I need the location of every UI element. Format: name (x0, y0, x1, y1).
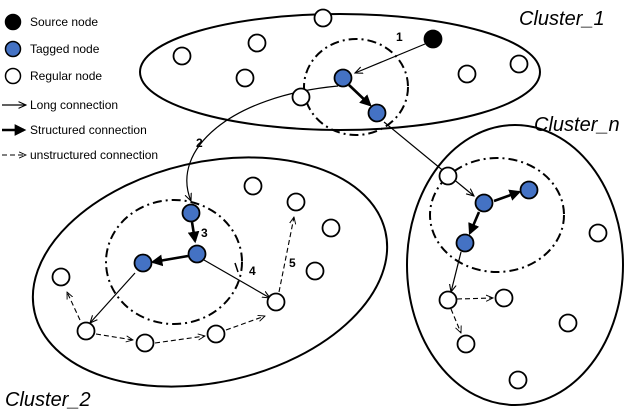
regular-node (457, 64, 477, 84)
regular-node (456, 334, 476, 354)
regular-node (247, 33, 267, 53)
legend: Source node Tagged node Regular node Lon… (2, 13, 158, 162)
cluster-1-tagged-region (303, 38, 409, 136)
step-label-1: 1 (396, 30, 403, 44)
regular-node (313, 8, 333, 28)
legend-unstructured-connection-label: unstructured connection (30, 148, 158, 162)
step-label-3: 3 (201, 226, 208, 240)
structured-connection-2 (187, 221, 200, 244)
regular-node (509, 54, 529, 74)
long-connection-4 (203, 259, 270, 298)
long-connection-3 (383, 121, 474, 196)
regular-node (76, 321, 96, 341)
unstructured-connection (154, 336, 205, 344)
source-node (423, 29, 443, 49)
legend-structured-connection-label: Structured connection (30, 123, 147, 137)
structured-connection-3 (150, 254, 189, 267)
legend-tagged-node-label: Tagged node (30, 42, 100, 56)
cluster-n-boundary (406, 124, 624, 406)
cluster-1-label: Cluster_1 (519, 8, 605, 30)
regular-node (135, 333, 155, 353)
cluster-n-label: Cluster_n (534, 114, 620, 136)
tagged-node (367, 103, 387, 123)
structured-connection-5 (468, 211, 481, 236)
regular-nodes (51, 8, 608, 390)
regular-node (558, 313, 578, 333)
tagged-node (181, 203, 201, 223)
tagged-node (474, 193, 494, 213)
structured-connection-1 (348, 84, 372, 107)
regular-node (305, 261, 325, 281)
legend-source-node-icon (4, 13, 22, 31)
long-connection-2 (187, 85, 339, 201)
tagged-node (519, 180, 539, 200)
cluster-n-tagged-region (429, 157, 565, 273)
legend-source-node-label: Source node (30, 15, 98, 29)
regular-node (438, 166, 458, 186)
regular-node (243, 176, 263, 196)
cluster-2-tagged-region (105, 199, 243, 325)
regular-node (235, 68, 255, 88)
structured-connection-4 (493, 189, 522, 203)
unstructured-connection (66, 292, 81, 321)
regular-node (438, 290, 458, 310)
legend-regular-node-label: Regular node (30, 69, 102, 83)
step-label-4: 4 (249, 264, 256, 278)
long-connection-1 (355, 43, 426, 73)
tagged-nodes (133, 68, 539, 273)
regular-node (286, 192, 306, 212)
step-label-2: 2 (196, 136, 203, 150)
unstructured-connection (95, 333, 133, 340)
unstructured-connection (225, 316, 265, 331)
unstructured-connection (450, 308, 461, 333)
unstructured-connections (66, 217, 493, 344)
unstructured-connection (456, 298, 493, 299)
step-4-tick (234, 262, 239, 273)
regular-node (291, 87, 311, 107)
legend-long-connection-label: Long connection (30, 98, 118, 112)
unstructured-connection (278, 217, 294, 293)
legend-tagged-node-icon (4, 40, 22, 58)
regular-node (172, 46, 192, 66)
long-connection-6 (451, 251, 462, 292)
cluster-2-boundary (31, 156, 389, 388)
regular-node (494, 288, 514, 308)
regular-node (266, 292, 286, 312)
step-label-5: 5 (289, 256, 296, 270)
cluster-2-label: Cluster_2 (5, 389, 91, 411)
legend-regular-node-icon (4, 67, 22, 85)
regular-node (508, 370, 528, 390)
tagged-node (455, 233, 475, 253)
long-connection-5 (90, 272, 136, 323)
regular-node (51, 267, 71, 287)
regular-node (321, 218, 341, 238)
tagged-node (333, 68, 353, 88)
tagged-node (187, 244, 207, 264)
tagged-node (133, 253, 153, 273)
cluster-1-boundary (139, 13, 541, 131)
regular-node (206, 324, 226, 344)
regular-node (588, 223, 608, 243)
